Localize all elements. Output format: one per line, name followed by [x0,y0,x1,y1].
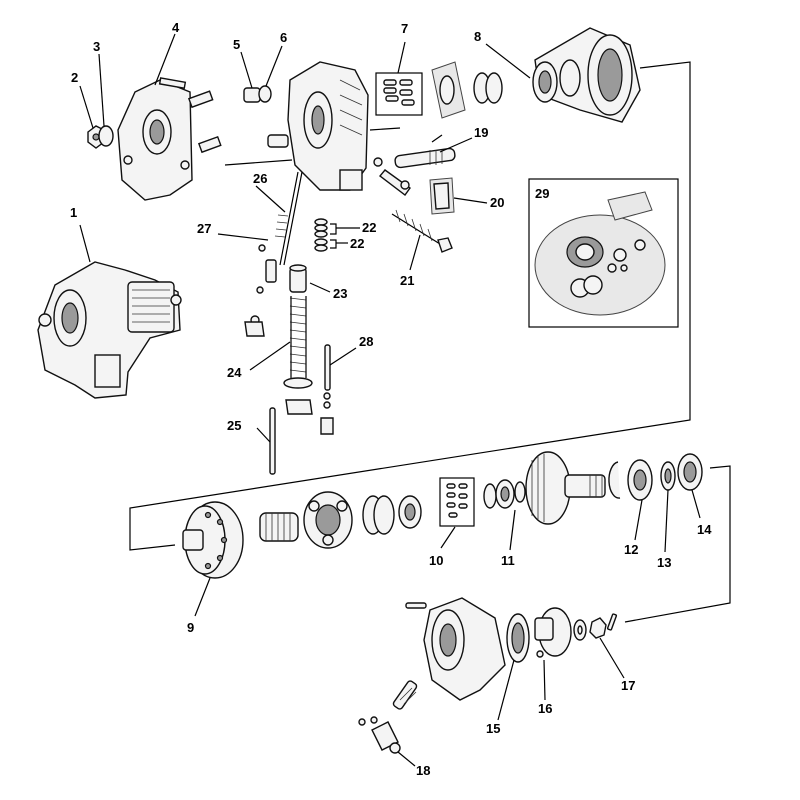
part-16-coupling-flange [534,607,572,658]
callout-10: 10 [429,553,443,568]
callout-3: 3 [93,39,100,54]
callout-11: 11 [501,553,515,568]
callout-15: 15 [486,721,500,736]
roller-bearing [398,495,422,529]
callout-17: 17 [621,678,635,693]
callout-22-lower: 22 [350,236,364,251]
washer-lower [573,619,587,641]
part-25-pushrod [269,407,276,475]
part-5-sleeve [243,87,261,103]
callout-24: 24 [227,365,242,380]
part-10-needle-rollers [439,477,475,527]
part-20-cover-gasket [429,177,455,215]
callout-18: 18 [416,763,430,778]
callout-28: 28 [359,334,373,349]
part-6-bush [258,85,272,103]
part-22-spring-upper [314,218,328,238]
part-7-dowel-set [375,72,423,116]
callout-16: 16 [538,701,552,716]
part-4-front-cover [117,77,222,201]
callout-4: 4 [172,20,180,35]
part-13-spacer [660,461,676,491]
callout-2: 2 [71,70,78,85]
part-29-gasket-kit-inset [528,178,679,328]
callout-5: 5 [233,37,240,52]
planetary-carrier [303,491,353,549]
part-27-valve-assembly [244,244,277,337]
part-19-shift-rod-assembly [373,134,456,196]
callout-7: 7 [401,21,408,36]
part-28-stud [320,344,334,435]
callout-12: 12 [624,542,638,557]
part-12-bearing [608,459,653,501]
part-22-spring-lower [314,238,328,252]
callout-14: 14 [697,522,712,537]
housing-gasket [431,61,466,119]
callout-25: 25 [227,418,241,433]
leader-lines [79,33,701,767]
output-gear-shaft [525,451,606,525]
callout-21: 21 [400,273,414,288]
part-8-rear-extension-housing [532,27,641,123]
callout-1: 1 [70,205,77,220]
part-23-piston [289,264,307,293]
main-housing [224,61,401,191]
part-21-detent-spring-bolt [391,209,453,253]
output-housing [405,597,506,701]
part-17-nut [589,613,618,639]
part-24-main-spring [283,296,313,415]
part-26-shift-shaft [274,171,303,266]
part-15-seal [506,613,530,663]
callout-19: 19 [474,125,488,140]
callout-9: 9 [187,620,194,635]
callout-26: 26 [253,171,267,186]
thrust-rings [362,495,395,535]
callout-29: 29 [535,186,549,201]
splined-shaft-gear [259,512,299,542]
part-1-transfer-case-assembly [37,261,182,399]
callout-27: 27 [197,221,211,236]
callout-22-upper: 22 [362,220,376,235]
part-14-oil-seal [677,453,703,491]
upper-section-frame-line [129,61,691,551]
part-18-speedometer-drive [358,680,418,754]
part-11-bearing [483,479,526,509]
lower-section-frame-line [624,465,731,623]
callout-8: 8 [474,29,481,44]
callout-6: 6 [280,30,287,45]
part-3-flange [98,125,114,147]
callout-13: 13 [657,555,671,570]
part-9-drive-flange [182,501,244,579]
callout-23: 23 [333,286,347,301]
callout-20: 20 [490,195,504,210]
snap-rings-pair [473,72,503,104]
